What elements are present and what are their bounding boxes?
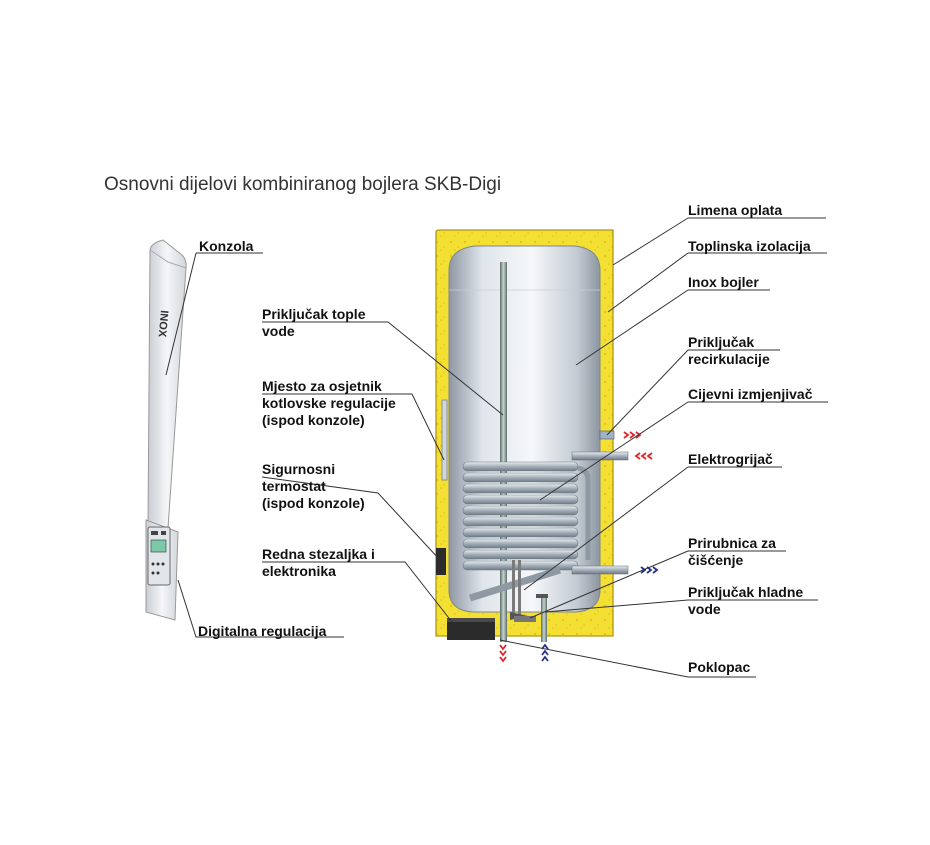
label-konzola: Konzola bbox=[199, 238, 254, 254]
coil-turn bbox=[462, 527, 579, 538]
leader-line bbox=[165, 252, 197, 376]
cold-water-pipe bbox=[536, 594, 548, 642]
safety-thermostat bbox=[436, 548, 446, 575]
leader-line bbox=[607, 252, 689, 313]
flow-chevron bbox=[652, 566, 659, 574]
leader-line bbox=[262, 321, 504, 416]
leader-line bbox=[177, 579, 344, 638]
leader-line bbox=[262, 393, 445, 461]
coil-turn bbox=[462, 538, 579, 549]
diagram-title: Osnovni dijelovi kombiniranog bojlera SK… bbox=[104, 174, 502, 195]
coil-turn bbox=[462, 494, 579, 505]
sensor-tube bbox=[441, 399, 448, 481]
leader-line bbox=[499, 639, 689, 678]
leader-line bbox=[539, 401, 689, 501]
flow-chevron bbox=[499, 650, 507, 657]
label-elektrogrijac: Elektrogrijač bbox=[688, 451, 773, 467]
leader-line bbox=[529, 550, 689, 619]
label-poklopac: Poklopac bbox=[688, 659, 751, 675]
flow-chevron bbox=[499, 656, 507, 663]
flow-chevron bbox=[646, 452, 653, 460]
coil-turn bbox=[462, 461, 579, 472]
coil-turn bbox=[462, 472, 579, 483]
coil-turn bbox=[462, 483, 579, 494]
label-limena-oplata: Limena oplata bbox=[688, 202, 783, 218]
flow-chevron bbox=[635, 431, 642, 439]
flow-chevron bbox=[629, 431, 636, 439]
label-digitalna-regulacija: Digitalna regulacija bbox=[198, 623, 327, 639]
flow-chevron bbox=[634, 452, 641, 460]
cleaning-flange bbox=[514, 616, 536, 622]
label-toplinska-izolacija: Toplinska izolacija bbox=[688, 238, 811, 254]
flow-chevron bbox=[541, 649, 549, 656]
leader-line bbox=[523, 466, 689, 591]
flow-chevron bbox=[640, 452, 647, 460]
leader-line bbox=[544, 599, 689, 613]
hot-water-pipe bbox=[500, 262, 507, 642]
leader-line bbox=[261, 476, 441, 561]
flow-chevron bbox=[499, 644, 507, 651]
coil-turn bbox=[462, 505, 579, 516]
coil-turn bbox=[462, 516, 579, 527]
flow-chevron bbox=[640, 566, 647, 574]
flow-chevron bbox=[541, 643, 549, 650]
leader-line bbox=[612, 217, 689, 266]
digital-controller bbox=[147, 526, 171, 586]
label-inox-bojler: Inox bojler bbox=[688, 274, 759, 290]
leader-line bbox=[575, 289, 689, 366]
leader-line bbox=[262, 561, 453, 623]
coil-return bbox=[577, 465, 591, 560]
flow-chevron bbox=[541, 655, 549, 662]
flow-chevron bbox=[623, 431, 630, 439]
console-inox-text: INOX bbox=[156, 310, 170, 338]
leader-lines bbox=[165, 217, 828, 678]
coil-turn bbox=[462, 549, 579, 560]
leader-line bbox=[606, 349, 689, 436]
label-cijevni-izmjenjivac: Cijevni izmjenjivač bbox=[688, 386, 813, 402]
